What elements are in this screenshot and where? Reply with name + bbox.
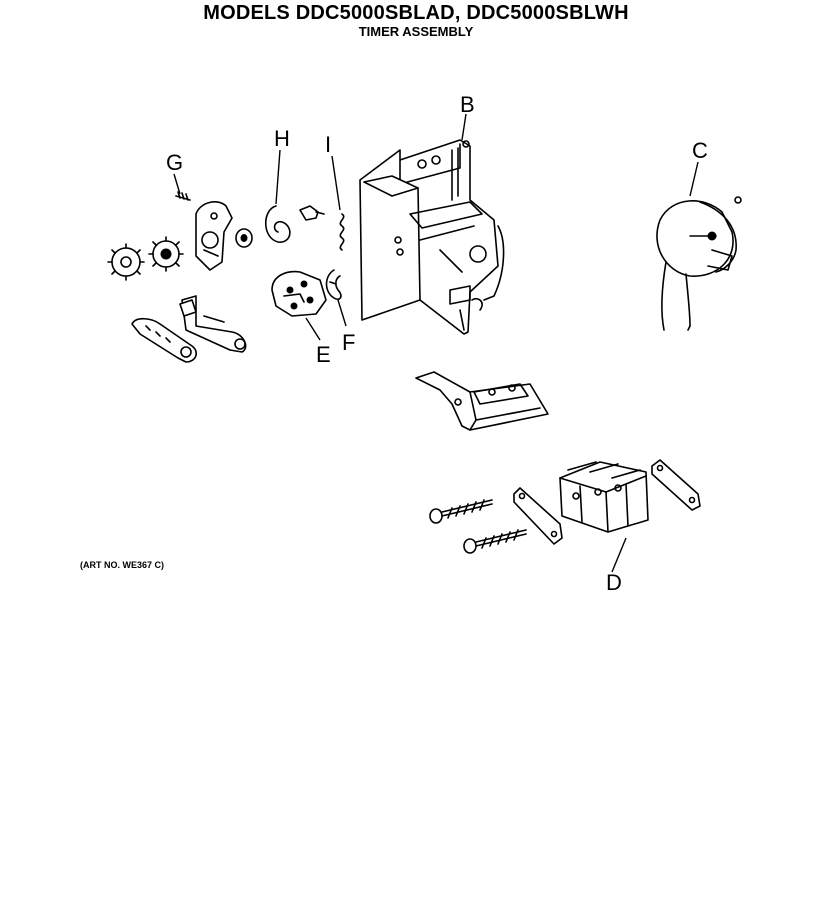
coil-spring-part-i [339, 213, 345, 251]
label-e: E [316, 342, 331, 367]
cam-plate-part-e [271, 270, 327, 317]
contact-plate [415, 371, 549, 431]
diagram-title: MODELS DDC5000SBLAD, DDC5000SBLWH [203, 2, 629, 24]
leader-lines [173, 113, 699, 573]
clip-part-f [325, 269, 342, 301]
actuator-levers [131, 295, 247, 363]
timer-motor-part-c [656, 196, 742, 331]
spring-part-h [264, 205, 325, 243]
art-number: (ART NO. WE367 C) [80, 560, 165, 570]
gear-assembly-part-g [107, 191, 253, 281]
label-g: G [166, 150, 183, 175]
label-b: B [460, 92, 475, 117]
label-d: D [606, 570, 622, 595]
label-h: H [274, 126, 290, 151]
label-i: I [325, 132, 331, 157]
timer-bracket-part-b [359, 139, 505, 335]
switch-assembly-part-d [429, 459, 701, 554]
label-c: C [692, 138, 708, 163]
diagram-subtitle: TIMER ASSEMBLY [358, 24, 474, 39]
label-f: F [342, 330, 355, 355]
